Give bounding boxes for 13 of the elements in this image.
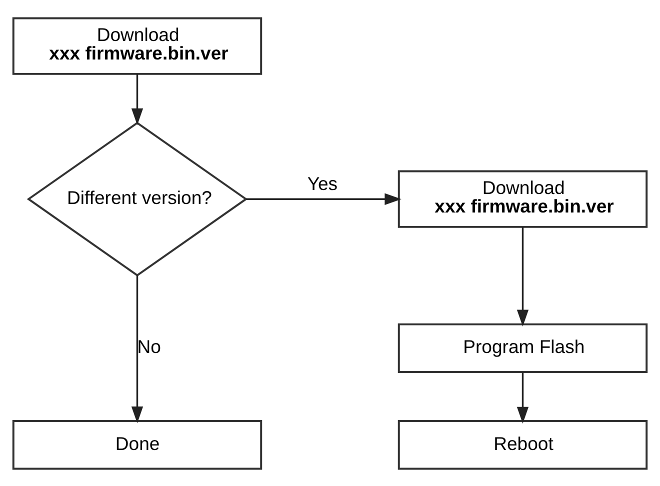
arrow: [131, 274, 144, 423]
arrow: [246, 192, 402, 204]
arrow: [516, 372, 529, 424]
node-diamond: Different version?: [26, 121, 248, 276]
node-box: Reboot: [398, 420, 648, 470]
edge-label: No: [137, 336, 161, 357]
arrow: [131, 73, 144, 125]
node-box: Program Flash: [398, 322, 648, 372]
node-box: Download xxx firmware.bin.ver: [12, 16, 262, 74]
node-box: Download xxx firmware.bin.ver: [398, 170, 648, 228]
arrow: [516, 226, 529, 326]
node-box: Done: [12, 420, 262, 470]
edge-label: Yes: [307, 172, 338, 194]
